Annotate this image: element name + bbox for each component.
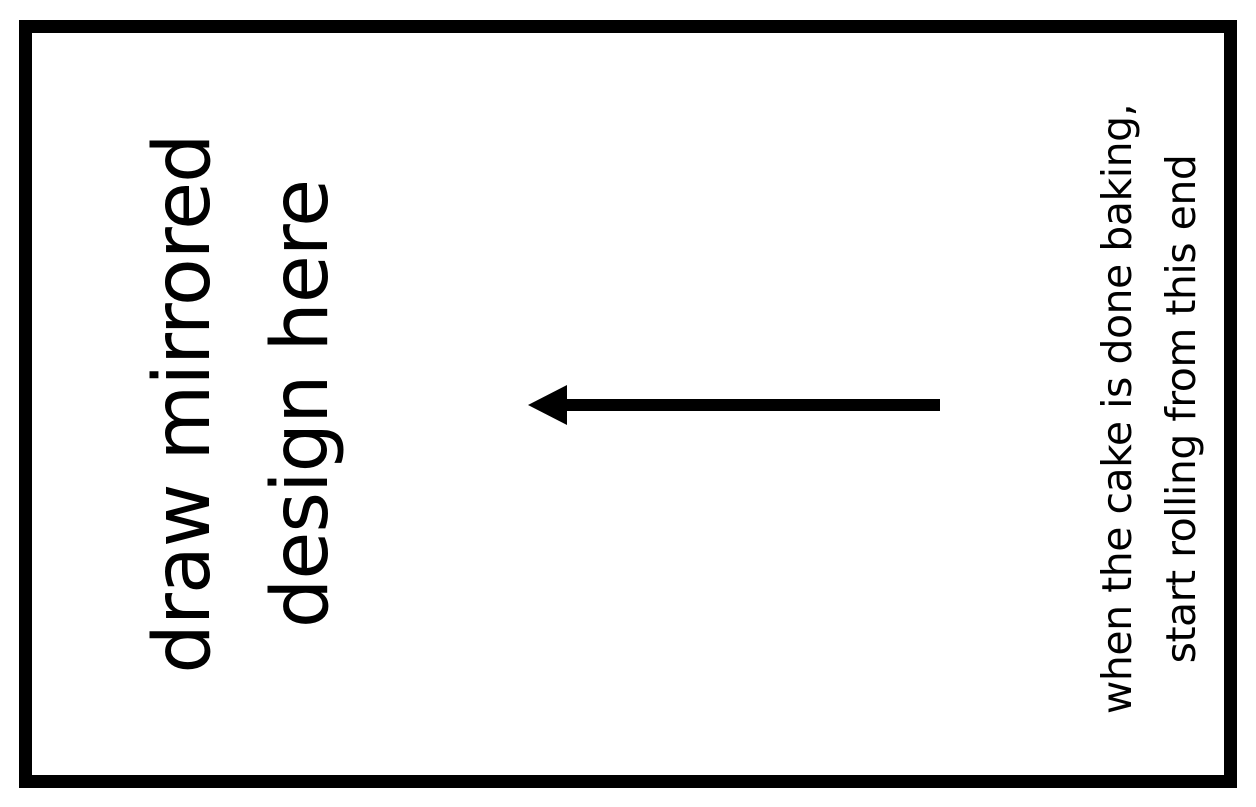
- rolling-instruction: when the cake is done baking, start roll…: [1085, 104, 1213, 714]
- template-border: [19, 20, 1237, 788]
- rolling-instruction-line1: when the cake is done baking,: [1093, 103, 1141, 715]
- rolling-instruction-line2: start rolling from this end: [1157, 154, 1205, 664]
